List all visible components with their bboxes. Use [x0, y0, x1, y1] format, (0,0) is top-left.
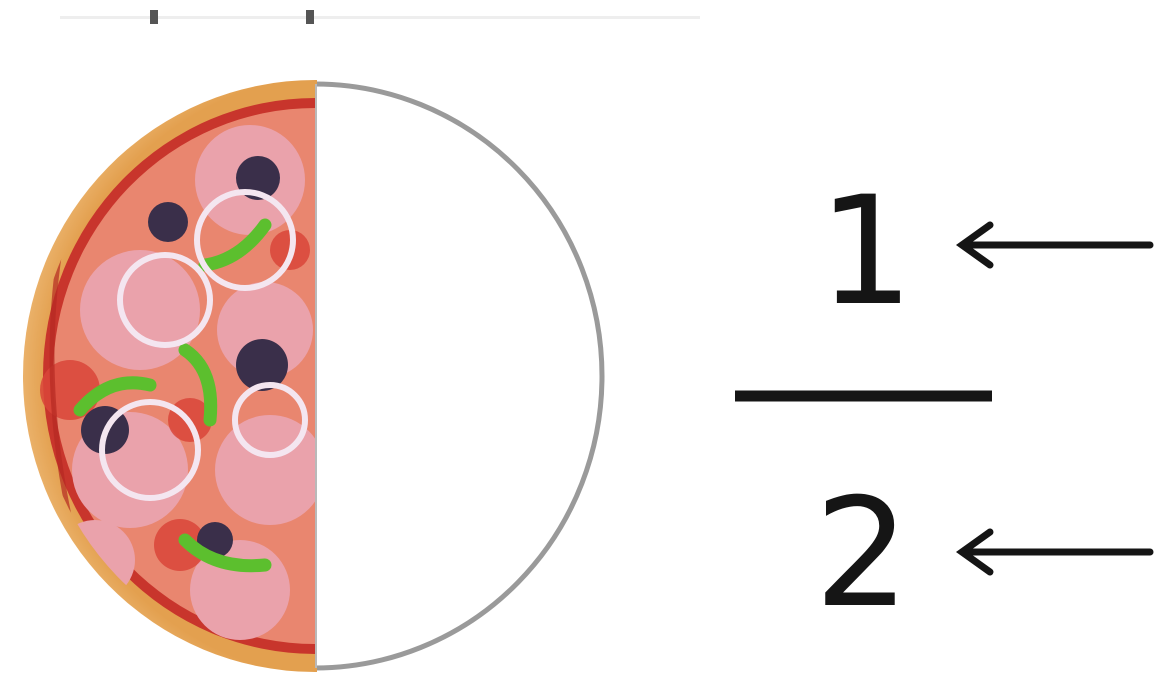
- numerator-arrow: [955, 221, 1154, 269]
- denominator-arrow: [955, 528, 1154, 576]
- top-edge-marks: [60, 10, 700, 24]
- denominator: 2: [814, 467, 909, 641]
- green-peppers: [73, 218, 272, 573]
- numerator: 1: [818, 165, 913, 339]
- shaded-half-pizza: [23, 80, 317, 672]
- fraction: 1 2: [735, 165, 992, 641]
- onion-rings: [99, 189, 308, 501]
